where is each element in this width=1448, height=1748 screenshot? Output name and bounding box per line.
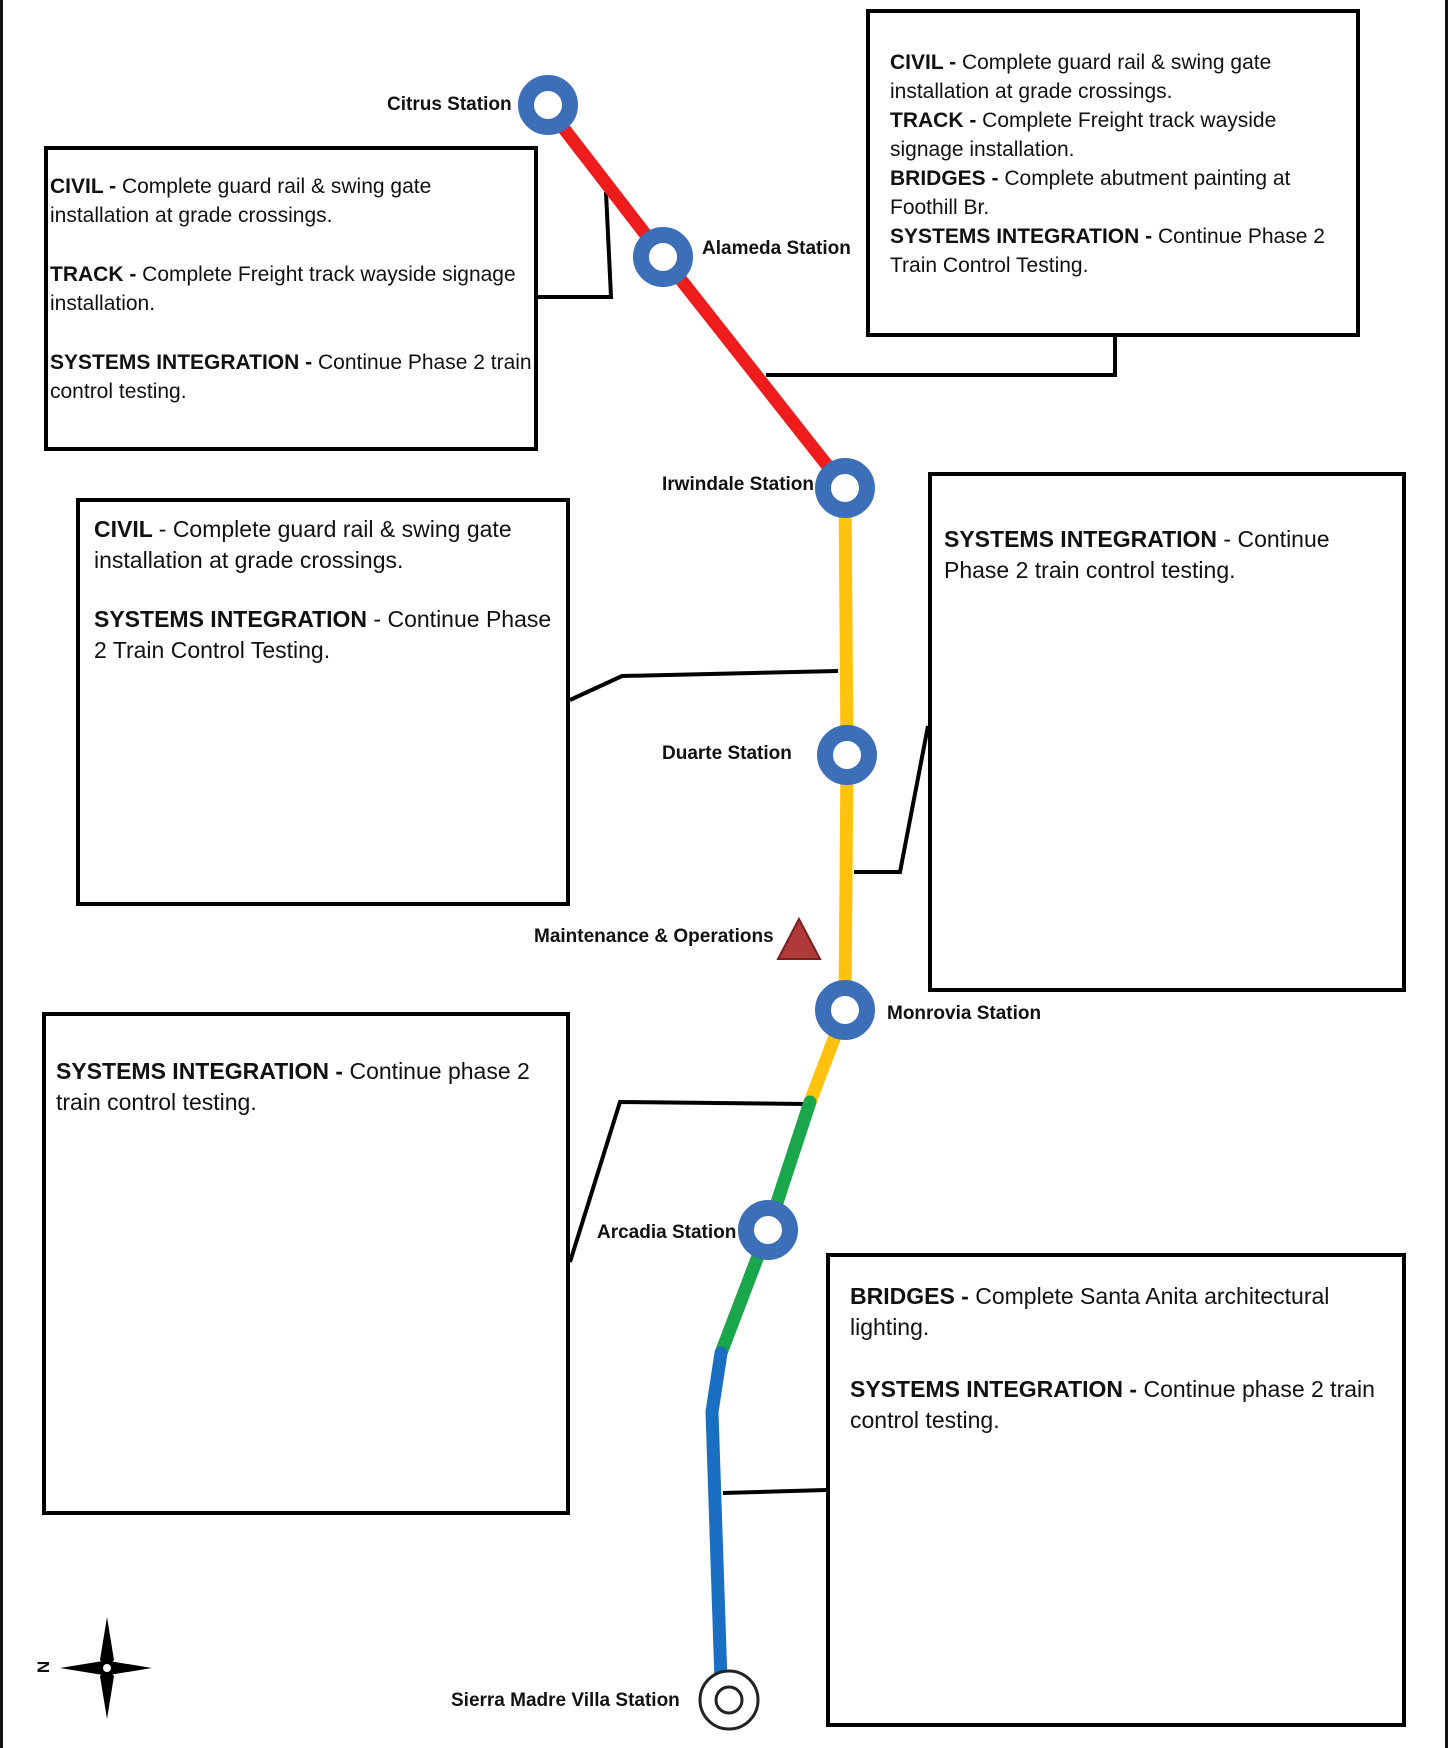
maintenance-operations-marker: [776, 916, 822, 960]
monrovia-station-marker: [815, 980, 875, 1040]
arcadia-station-label: Arcadia Station: [597, 1222, 737, 1243]
systems-integration-note: SYSTEMS INTEGRATION - Continue Phase 2 T…: [94, 606, 552, 663]
citrus-station-marker: [518, 75, 578, 135]
civil-note: CIVIL - Complete guard rail & swing gate…: [890, 51, 1272, 103]
work-notes-box-citrus-alameda: CIVIL - Complete guard rail & swing gate…: [44, 146, 538, 451]
duarte-station-marker: [817, 725, 877, 785]
irwindale-station-label: Irwindale Station: [662, 474, 815, 495]
maintenance-operations-label: Maintenance & Operations: [534, 926, 774, 947]
compass-rose-icon: [60, 1617, 152, 1719]
route-segment-blue: [705, 1346, 728, 1688]
irwindale-station-marker: [815, 458, 875, 518]
duarte-station-label: Duarte Station: [662, 743, 792, 764]
arcadia-station-marker: [738, 1200, 798, 1260]
alameda-station-marker: [633, 227, 693, 287]
systems-integration-note: SYSTEMS INTEGRATION - Continue phase 2 t…: [56, 1058, 530, 1115]
civil-note: CIVIL - Complete guard rail & swing gate…: [50, 175, 432, 227]
sierra-madre-villa-station-label: Sierra Madre Villa Station: [451, 1690, 680, 1711]
leader-line-box1: [538, 191, 614, 299]
systems-integration-note: SYSTEMS INTEGRATION - Continue Phase 2 T…: [890, 225, 1325, 277]
route-segment-yellow: [803, 481, 854, 1109]
frame-right-border: [1445, 0, 1448, 1748]
leader-line-box5: [568, 1099, 807, 1263]
leader-line-box2: [766, 337, 1117, 377]
bridges-note: BRIDGES - Complete Santa Anita architect…: [850, 1283, 1330, 1340]
work-notes-box-alameda-irwindale: CIVIL - Complete guard rail & swing gate…: [866, 9, 1360, 337]
track-note: TRACK - Complete Freight track wayside s…: [890, 109, 1277, 161]
compass-north-label: N: [34, 1660, 54, 1674]
systems-integration-note: SYSTEMS INTEGRATION - Continue Phase 2 t…: [50, 351, 532, 403]
work-notes-box-arcadia-sierra-madre: BRIDGES - Complete Santa Anita architect…: [826, 1253, 1406, 1727]
leader-line-box6: [722, 1488, 827, 1495]
systems-integration-note: SYSTEMS INTEGRATION - Continue Phase 2 t…: [944, 526, 1330, 583]
work-notes-box-duarte-monrovia: SYSTEMS INTEGRATION - Continue Phase 2 t…: [928, 472, 1406, 992]
monrovia-station-label: Monrovia Station: [887, 1003, 1042, 1024]
systems-integration-note: SYSTEMS INTEGRATION - Continue phase 2 t…: [850, 1376, 1375, 1433]
sierra-madre-station-marker: [698, 1669, 760, 1731]
leader-line-box4: [854, 725, 930, 874]
track-note: TRACK - Complete Freight track wayside s…: [50, 263, 516, 315]
citrus-station-label: Citrus Station: [387, 94, 512, 115]
alameda-station-label: Alameda Station: [702, 238, 851, 259]
bridges-note: BRIDGES - Complete abutment painting at …: [890, 167, 1291, 219]
frame-left-border: [0, 0, 3, 1748]
leader-line-box3: [569, 669, 839, 702]
work-notes-box-irwindale-duarte: CIVIL - Complete guard rail & swing gate…: [76, 498, 570, 906]
civil-note: CIVIL - Complete guard rail & swing gate…: [94, 516, 512, 573]
work-notes-box-monrovia-arcadia: SYSTEMS INTEGRATION - Continue phase 2 t…: [42, 1012, 570, 1515]
